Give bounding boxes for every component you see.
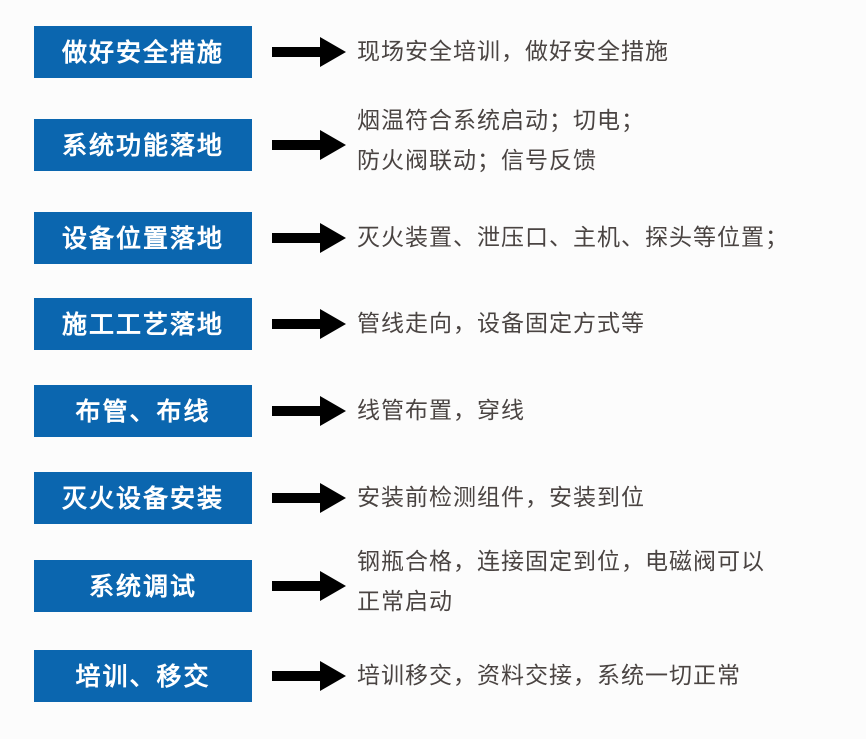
stage-box-1[interactable]: 做好安全措施 — [34, 26, 252, 78]
stage-box-5[interactable]: 布管、布线 — [34, 385, 252, 437]
stage-box-3[interactable]: 设备位置落地 — [34, 212, 252, 264]
step-description-1: 现场安全培训，做好安全措施 — [357, 26, 669, 78]
description-line: 安装前检测组件，安装到位 — [357, 485, 645, 511]
flow-row: 培训、移交 培训移交，资料交接，系统一切正常 — [0, 650, 866, 702]
step-description-8: 培训移交，资料交接，系统一切正常 — [357, 650, 741, 702]
description-line: 培训移交，资料交接，系统一切正常 — [357, 663, 741, 689]
description-line: 防火阀联动；信号反馈 — [357, 148, 597, 174]
description-line: 现场安全培训，做好安全措施 — [357, 39, 669, 65]
right-arrow-icon — [272, 483, 346, 513]
flow-row: 系统调试 钢瓶合格，连接固定到位，电磁阀可以 正常启动 — [0, 549, 866, 615]
step-description-7: 钢瓶合格，连接固定到位，电磁阀可以 正常启动 — [357, 549, 765, 615]
right-arrow-icon — [272, 396, 346, 426]
step-description-2: 烟温符合系统启动；切电； 防火阀联动；信号反馈 — [357, 108, 645, 174]
stage-box-2[interactable]: 系统功能落地 — [34, 119, 252, 171]
description-line: 线管布置，穿线 — [357, 398, 525, 424]
right-arrow-icon — [272, 571, 346, 601]
flow-row: 布管、布线 线管布置，穿线 — [0, 385, 866, 437]
step-description-3: 灭火装置、泄压口、主机、探头等位置； — [357, 212, 789, 264]
description-line: 烟温符合系统启动；切电； — [357, 108, 645, 134]
right-arrow-icon — [272, 309, 346, 339]
stage-box-8[interactable]: 培训、移交 — [34, 650, 252, 702]
stage-box-7[interactable]: 系统调试 — [34, 560, 252, 612]
step-description-6: 安装前检测组件，安装到位 — [357, 472, 645, 524]
description-line: 管线走向，设备固定方式等 — [357, 311, 645, 337]
right-arrow-icon — [272, 37, 346, 67]
description-line: 正常启动 — [357, 589, 453, 615]
description-line: 钢瓶合格，连接固定到位，电磁阀可以 — [357, 549, 765, 575]
flow-row: 做好安全措施 现场安全培训，做好安全措施 — [0, 26, 866, 78]
right-arrow-icon — [272, 661, 346, 691]
description-line: 灭火装置、泄压口、主机、探头等位置； — [357, 225, 789, 251]
flow-row: 施工工艺落地 管线走向，设备固定方式等 — [0, 298, 866, 350]
stage-box-4[interactable]: 施工工艺落地 — [34, 298, 252, 350]
step-description-5: 线管布置，穿线 — [357, 385, 525, 437]
stage-box-6[interactable]: 灭火设备安装 — [34, 472, 252, 524]
flow-row: 系统功能落地 烟温符合系统启动；切电； 防火阀联动；信号反馈 — [0, 108, 866, 174]
right-arrow-icon — [272, 223, 346, 253]
flow-row: 灭火设备安装 安装前检测组件，安装到位 — [0, 472, 866, 524]
right-arrow-icon — [272, 130, 346, 160]
flow-row: 设备位置落地 灭火装置、泄压口、主机、探头等位置； — [0, 212, 866, 264]
step-description-4: 管线走向，设备固定方式等 — [357, 298, 645, 350]
